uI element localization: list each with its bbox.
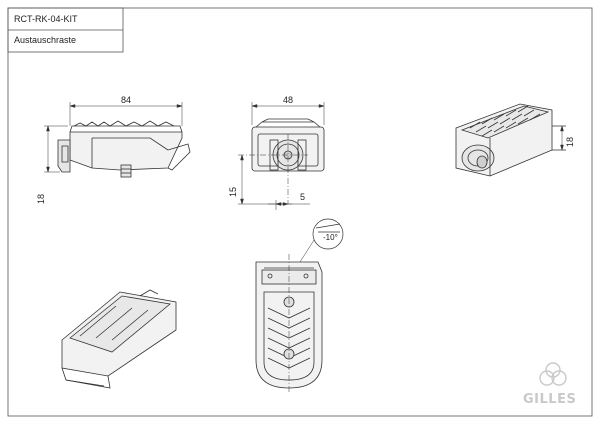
gilles-logo-icon [539, 362, 567, 386]
front-dimensions [238, 102, 325, 210]
side-view [57, 120, 191, 178]
logo-wordmark: GILLES [523, 392, 577, 407]
isometric-view-left [61, 289, 177, 389]
dim-side-height: 18 [36, 194, 46, 204]
angle-detail [312, 218, 344, 250]
top-view [255, 239, 323, 392]
detail-angle-label: -10° [323, 233, 338, 242]
dim-side-length: 84 [121, 95, 131, 105]
isometric-view-right [455, 103, 566, 177]
part-description: Austauschraste [14, 35, 77, 45]
sheet-border [7, 7, 593, 417]
iso-dimension [560, 125, 564, 151]
title-block [7, 7, 124, 53]
dim-front-width: 48 [283, 95, 293, 105]
dim-front-height: 15 [228, 187, 238, 197]
part-number: RCT-RK-04-KIT [14, 14, 78, 24]
dim-front-offset: 5 [300, 192, 305, 202]
dim-iso-height: 18 [565, 137, 575, 147]
side-dimensions [44, 102, 183, 173]
